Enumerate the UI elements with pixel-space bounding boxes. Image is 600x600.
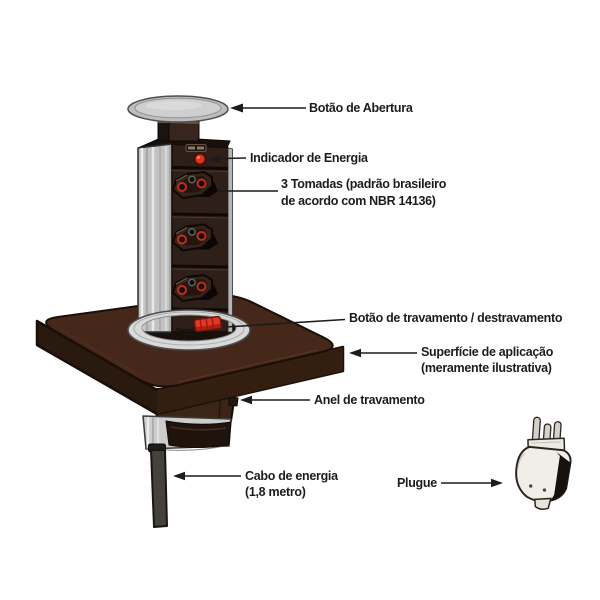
power-cable (150, 449, 168, 528)
tower-right-edge (227, 147, 233, 333)
plug-side-dark (550, 451, 571, 501)
label-outlets-line2: de acordo com NBR 14136) (281, 194, 436, 208)
label-cable-line1: Cabo de energia (245, 469, 338, 483)
plug-illustration (515, 416, 572, 510)
lock-release-button (193, 315, 222, 333)
arrow-power-indicator (208, 154, 247, 164)
opening-cap (127, 95, 229, 142)
mounting-ring (127, 309, 251, 351)
arrow-plug (441, 478, 503, 488)
arrowhead-left-icon (349, 348, 361, 358)
arrow-opening-button (230, 103, 306, 113)
label-surface-line1: Superfície de aplicação (421, 345, 554, 359)
arrow-cable (173, 471, 241, 481)
lock-ring-notch (228, 396, 239, 407)
arrowhead-left-icon (240, 395, 252, 405)
label-surface-line2: (meramente ilustrativa) (421, 361, 552, 375)
brand-mark (185, 144, 207, 152)
cap-stem-front (168, 120, 200, 142)
table-side-right (157, 347, 343, 414)
arrowhead-left-icon (230, 103, 243, 113)
lock-ring-band (165, 420, 232, 448)
label-lock-ring: Anel de travamento (314, 393, 425, 407)
label-outlets-line1: 3 Tomadas (padrão brasileiro (281, 177, 447, 191)
label-opening-button: Botão de Abertura (309, 101, 413, 115)
label-plug: Plugue (397, 476, 437, 490)
power-led (193, 152, 207, 166)
arrowhead-right-icon (491, 478, 503, 488)
tower-body (137, 136, 233, 333)
label-cable-line2: (1,8 metro) (245, 485, 306, 499)
leader-lines (173, 103, 503, 488)
arrow-lock-ring (240, 395, 310, 405)
label-power-indicator: Indicador de Energia (250, 151, 368, 165)
plug-cable-nub (533, 497, 552, 510)
section-dividers (171, 166, 229, 312)
arrow-surface (349, 348, 417, 358)
arrowhead-left-icon (173, 471, 185, 481)
cap-stem-left (157, 120, 170, 142)
label-lock-button: Botão de travamento / destravamento (349, 311, 563, 325)
arrowhead-left-icon (208, 154, 220, 164)
line-lock-button (225, 318, 346, 328)
